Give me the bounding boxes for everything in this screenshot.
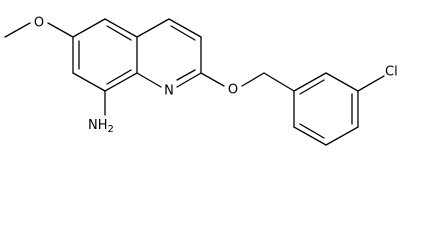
bond-c5-c4a <box>104 18 138 38</box>
bond-c4-c3 <box>168 18 202 38</box>
bond-c4a-c4 <box>136 18 170 38</box>
bond-ar-c2-c3 <box>325 72 359 92</box>
bond-c8a-c8-double <box>106 69 132 85</box>
methoxy-oxygen-label: O <box>34 16 44 31</box>
ether-oxygen-label: O <box>228 83 238 98</box>
amine-label: NH2 <box>88 118 114 136</box>
structure-diagram: O N O NH2 Cl <box>4 16 398 146</box>
bond-ar-cl <box>357 75 385 92</box>
bond-c5-c4a-double <box>106 25 132 41</box>
bond-ar-c1-c2-double <box>299 79 325 95</box>
bond-ar-c1-c2 <box>293 72 327 92</box>
bond-ar-c5-c6-double <box>299 123 325 139</box>
bond-c4-c3-double <box>170 25 196 41</box>
bond-c8a-c8 <box>104 72 138 92</box>
bond-c2-o <box>200 72 225 87</box>
bond-c2-n1 <box>176 72 202 88</box>
bond-ar-c5-c6 <box>293 126 327 146</box>
bond-c8-c7 <box>72 72 106 92</box>
ring-nitrogen-label: N <box>164 84 174 99</box>
bond-ar-c4-c5 <box>325 126 359 146</box>
bond-methyl-o <box>4 22 31 38</box>
bond-c2-n1-double <box>176 69 196 81</box>
bond-o-ch2 <box>241 72 265 87</box>
bond-ch2-ar <box>263 72 295 92</box>
bond-o-c6 <box>47 22 74 38</box>
chloro-label: Cl <box>385 65 398 80</box>
bond-c6-c5 <box>72 18 106 38</box>
bond-n1-c8a <box>136 72 162 88</box>
